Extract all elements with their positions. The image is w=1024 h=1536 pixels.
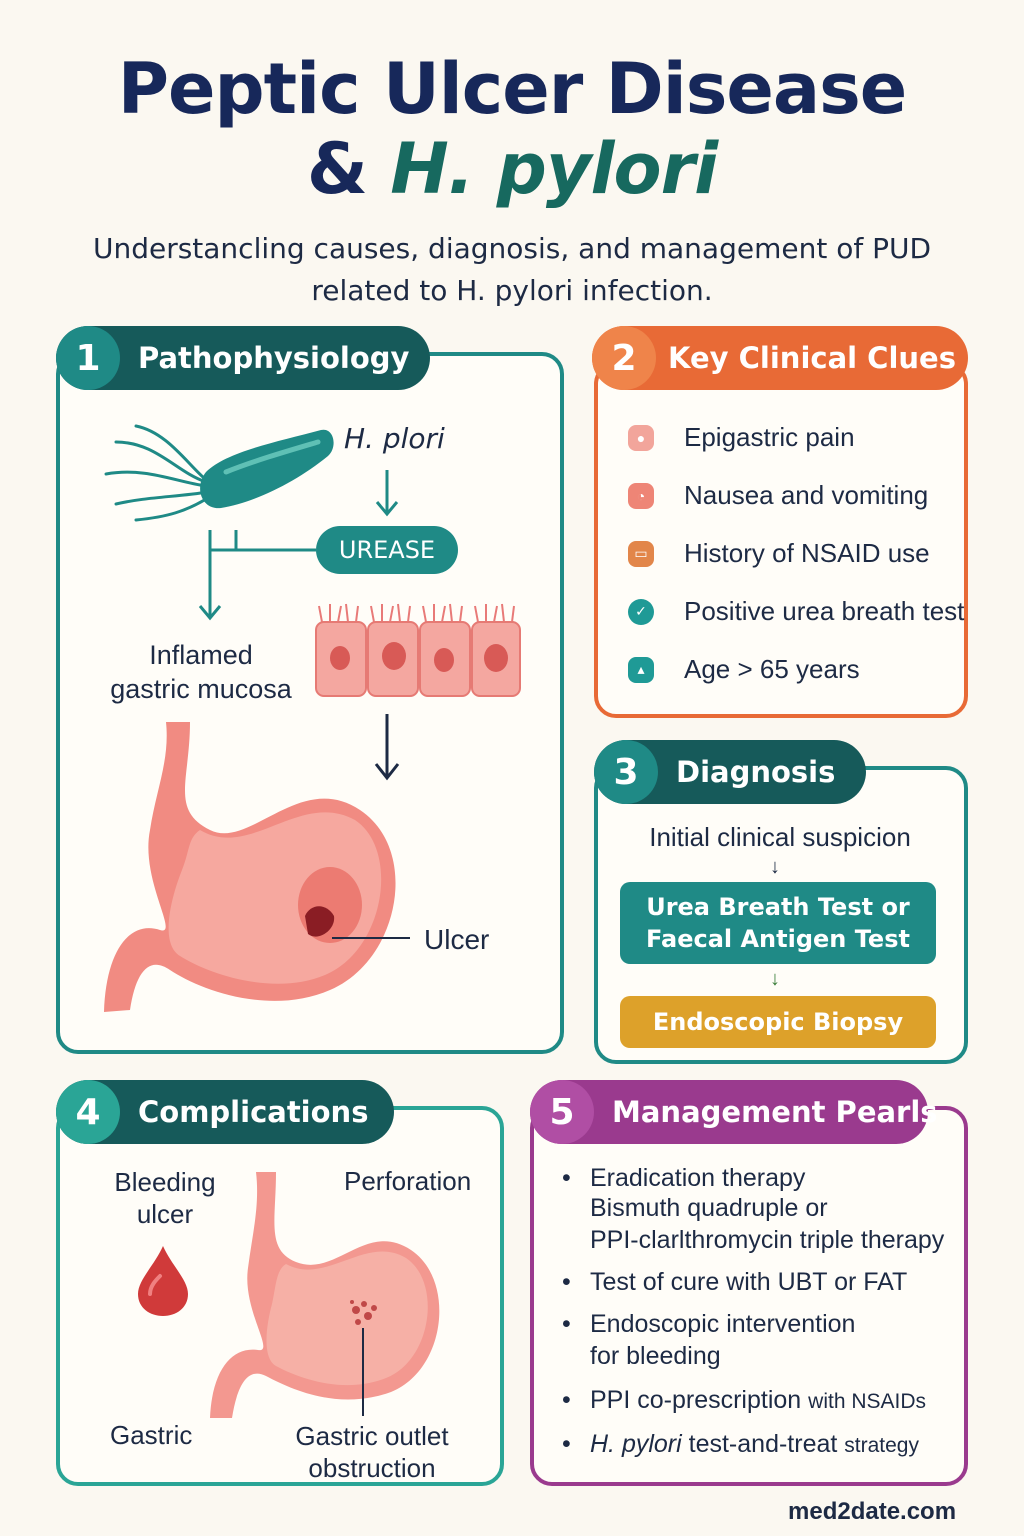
nausea-icon: ◔ <box>628 482 654 509</box>
title-h-pylori: H. pylori <box>390 128 718 210</box>
inflamed-mucosa-label: Inflamed gastric mucosa <box>92 638 310 706</box>
section-number-3: 3 <box>594 740 658 804</box>
management-title: Management Pearls <box>612 1095 938 1129</box>
stomach-ulcer-illustration <box>104 722 410 1012</box>
bleeding-ulcer-label: Bleeding ulcer <box>92 1166 238 1230</box>
eradication-line3: PPI-clarlthromycin triple therapy <box>590 1226 945 1254</box>
pathophysiology-title: Pathophysiology <box>138 341 410 375</box>
endoscopic-line1: Endoscopic intervention <box>590 1310 856 1338</box>
outlet-line1: Gastric outlet <box>295 1421 449 1451</box>
management-header: 5 Management Pearls <box>530 1080 938 1144</box>
title-ampersand: & <box>306 128 368 210</box>
gastric-mucosa-cells-icon <box>315 603 521 697</box>
test-and-treat-small: strategy <box>844 1434 919 1457</box>
pill-box-icon: ▭ <box>628 540 654 567</box>
clue-text: Age > 65 years <box>684 654 860 684</box>
clue-item: ▴ Age > 65 years <box>628 654 860 685</box>
branch-arrow-icon <box>198 530 316 621</box>
clue-item: ● Epigastric pain <box>628 422 855 453</box>
clue-item: ▭ History of NSAID use <box>628 538 930 569</box>
ppi-text: PPI co-prescription with NSAIDs <box>590 1384 926 1418</box>
bullet: • <box>562 1268 571 1296</box>
complications-title: Complications <box>138 1095 369 1129</box>
stomach-complications-illustration <box>210 1172 440 1418</box>
subtitle-line1: Understancling causes, diagnosis, and ma… <box>92 232 932 265</box>
clue-text: Epigastric pain <box>684 422 855 452</box>
ppi-small: with NSAIDs <box>808 1390 927 1413</box>
blood-drop-icon <box>138 1246 188 1316</box>
bullet: • <box>562 1386 571 1414</box>
bullet: • <box>562 1430 571 1458</box>
arrow-down-icon <box>375 470 399 517</box>
ulcer-label: Ulcer <box>424 924 490 955</box>
h-pylori-bacterium-icon <box>104 424 334 522</box>
bacteria-label: H. plori <box>344 422 445 455</box>
mucosa-line2: gastric mucosa <box>110 674 292 704</box>
pain-icon: ● <box>628 424 654 451</box>
noninvasive-line2: Faecal Antigen Test <box>646 925 910 953</box>
page-title-line2: & H. pylori <box>0 128 1024 210</box>
diagnosis-header: 3 Diagnosis <box>594 740 866 804</box>
clue-text: Positive urea breath test <box>684 596 965 626</box>
ppi-main: PPI co-prescription <box>590 1386 802 1414</box>
clinical-clues-title: Key Clinical Clues <box>668 341 956 375</box>
arrow-down-small-icon: ↓ <box>770 968 780 990</box>
arrow-down-icon-2 <box>374 714 400 781</box>
subtitle-line2: related to H. pylori infection. <box>311 274 713 307</box>
test-and-treat-main: test-and-treat <box>688 1430 838 1458</box>
test-of-cure-text: Test of cure with UBT or FAT <box>590 1268 908 1296</box>
eradication-line1: Eradication therapy <box>590 1164 806 1192</box>
diagnosis-step-suspicion: Initial clinical suspicion <box>649 822 911 852</box>
pathophysiology-header: 1 Pathophysiology <box>56 326 430 390</box>
clinical-clues-panel <box>594 362 968 718</box>
arrow-down-small-icon: ↓ <box>770 856 780 878</box>
clue-item: ◔ Nausea and vomiting <box>628 480 928 511</box>
footer-site-link[interactable]: med2date.com <box>788 1498 957 1525</box>
gastric-label: Gastric <box>110 1420 193 1450</box>
subtitle: Understancling causes, diagnosis, and ma… <box>60 228 964 312</box>
bullet: • <box>562 1164 571 1192</box>
section-number-5: 5 <box>530 1080 594 1144</box>
urease-badge: UREASE <box>316 526 458 574</box>
section-number-2: 2 <box>592 326 656 390</box>
complications-header: 4 Complications <box>56 1080 394 1144</box>
diagnosis-step-endoscopic-biopsy: Endoscopic Biopsy <box>620 996 936 1048</box>
page-title-line1: Peptic Ulcer Disease <box>117 48 908 130</box>
person-icon: ▴ <box>628 656 654 683</box>
clinical-clues-header: 2 Key Clinical Clues <box>592 326 968 390</box>
section-number-4: 4 <box>56 1080 120 1144</box>
clue-text: History of NSAID use <box>684 538 930 568</box>
clue-text: Nausea and vomiting <box>684 480 929 510</box>
perforation-label: Perforation <box>344 1166 472 1196</box>
bullet: • <box>562 1310 571 1338</box>
endoscopic-line2: for bleeding <box>590 1342 721 1370</box>
section-number-1: 1 <box>56 326 120 390</box>
outlet-line2: obstruction <box>308 1453 436 1483</box>
mucosa-line1: Inflamed <box>149 640 253 670</box>
gastric-outlet-obstruction-label: Gastric outlet obstruction <box>280 1420 464 1484</box>
noninvasive-line1: Urea Breath Test or <box>646 893 910 921</box>
bleeding-line1: Bleeding <box>114 1167 216 1197</box>
test-and-treat-text: H. pylori test-and-treat strategy <box>590 1428 919 1462</box>
bleeding-line2: ulcer <box>136 1199 194 1229</box>
check-icon: ✓ <box>628 598 654 625</box>
diagnosis-step-noninvasive-tests: Urea Breath Test or Faecal Antigen Test <box>620 882 936 964</box>
hp-italic: H. pylori <box>590 1430 682 1458</box>
eradication-line2: Bismuth quadruple or <box>590 1194 828 1222</box>
management-panel <box>530 1106 968 1486</box>
clue-item: ✓ Positive urea breath test <box>628 596 964 627</box>
diagnosis-title: Diagnosis <box>676 755 836 789</box>
